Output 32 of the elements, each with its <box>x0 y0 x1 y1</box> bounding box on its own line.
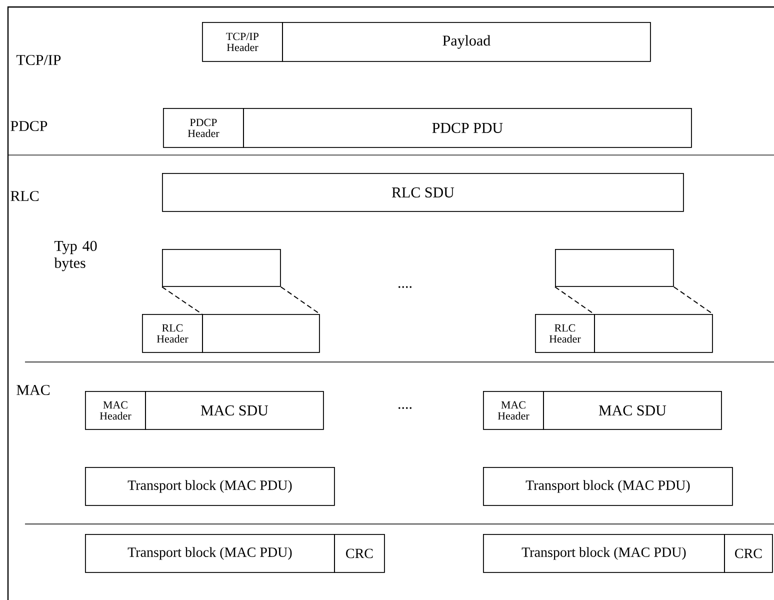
header-box: RLC Header <box>535 314 595 353</box>
ellipsis: .... <box>398 407 412 409</box>
layer-label: MAC <box>16 384 50 396</box>
data-box: Transport block (MAC PDU) <box>483 467 733 506</box>
connector-line <box>162 286 202 314</box>
data-box: MAC SDU <box>543 391 722 430</box>
layer-label: PDCP <box>10 120 48 132</box>
data-box: MAC SDU <box>145 391 324 430</box>
header-box: RLC Header <box>142 314 203 353</box>
size-note: Typ 40 bytes <box>54 240 97 272</box>
data-box: Payload <box>282 22 651 62</box>
header-box: PDCP Header <box>163 108 244 148</box>
ellipsis: .... <box>398 286 412 288</box>
crc-box: CRC <box>724 534 773 573</box>
connector-line <box>280 286 320 314</box>
data-box <box>555 249 674 287</box>
data-box: Transport block (MAC PDU) <box>483 534 725 573</box>
layer-label: TCP/IP <box>16 54 61 66</box>
data-box <box>162 249 281 287</box>
layer-label: RLC <box>10 190 39 202</box>
connector-line <box>554 286 594 314</box>
crc-box: CRC <box>334 534 385 573</box>
data-box: Transport block (MAC PDU) <box>85 534 335 573</box>
data-box: RLC SDU <box>162 173 684 212</box>
header-box: TCP/IP Header <box>202 22 283 62</box>
data-box <box>202 314 320 353</box>
header-box: MAC Header <box>85 391 146 430</box>
connector-line <box>673 286 714 314</box>
data-box: Transport block (MAC PDU) <box>85 467 335 506</box>
header-box: MAC Header <box>483 391 544 430</box>
data-box: PDCP PDU <box>243 108 692 148</box>
data-box <box>594 314 713 353</box>
